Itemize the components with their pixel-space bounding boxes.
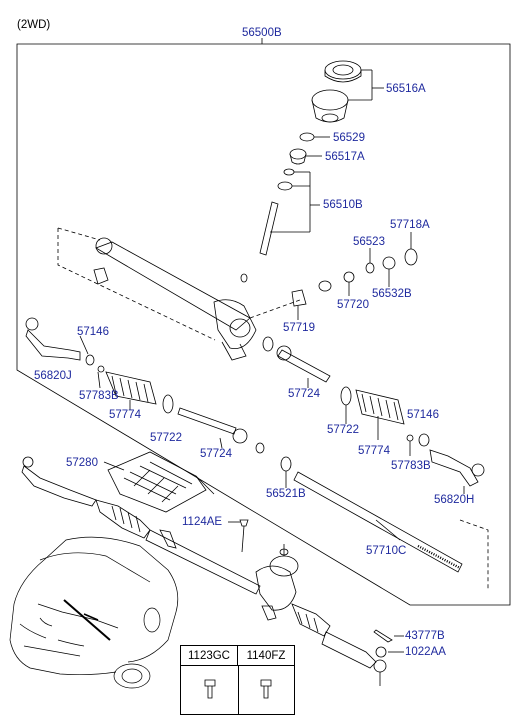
heat-shield [107, 451, 207, 513]
bolt-icons [204, 679, 272, 699]
boot-left [105, 371, 157, 405]
tie-rod-end-left [25, 317, 81, 361]
part-label-56820J[interactable]: 56820J [34, 370, 72, 382]
inner-tie-rod-right [277, 349, 331, 383]
bolt-table-col1[interactable]: 1123GC [181, 646, 238, 666]
part-label-57722-right[interactable]: 57722 [327, 424, 359, 436]
part-label-57774-left[interactable]: 57774 [109, 409, 141, 421]
part-label-56521B[interactable]: 56521B [266, 488, 306, 500]
part-label-57146-left[interactable]: 57146 [77, 326, 109, 338]
part-label-56532B[interactable]: 56532B [372, 288, 412, 300]
part-label-56517A[interactable]: 56517A [325, 151, 365, 163]
part-label-57783B-right[interactable]: 57783B [391, 460, 431, 472]
assembly-part-number[interactable]: 56500B [242, 27, 282, 39]
part-label-57718A[interactable]: 57718A [390, 219, 430, 231]
rack-bar [293, 471, 463, 573]
part-label-57719[interactable]: 57719 [283, 322, 315, 334]
part-label-57724-left[interactable]: 57724 [200, 448, 232, 460]
inner-tie-rod-left [177, 407, 237, 435]
part-label-57146-right[interactable]: 57146 [407, 409, 439, 421]
part-label-56529[interactable]: 56529 [333, 132, 365, 144]
boot-right [355, 389, 405, 425]
part-label-57280[interactable]: 57280 [66, 457, 98, 469]
part-label-57724-right[interactable]: 57724 [288, 388, 320, 400]
part-label-57774-right[interactable]: 57774 [358, 445, 390, 457]
part-label-1022AA[interactable]: 1022AA [405, 646, 446, 658]
steering-gear-assembly [21, 456, 387, 686]
part-label-57722-left[interactable]: 57722 [150, 432, 182, 444]
rack-housing [93, 237, 257, 361]
drive-variant-label: (2WD) [17, 19, 51, 31]
part-label-57720[interactable]: 57720 [337, 299, 369, 311]
part-label-57783B-left[interactable]: 57783B [79, 390, 119, 402]
part-label-56516A[interactable]: 56516A [386, 83, 426, 95]
bolt-table-divider [238, 666, 239, 714]
tie-rod-end-right [429, 449, 485, 487]
part-label-56510B[interactable]: 56510B [323, 199, 363, 211]
part-label-57710C[interactable]: 57710C [366, 545, 407, 557]
ring-part [299, 132, 315, 142]
bolt-1140FZ-icon [260, 679, 272, 699]
pinion-shaft [259, 201, 279, 256]
part-label-56523[interactable]: 56523 [353, 236, 385, 248]
assembly-frame [16, 43, 511, 606]
boot-cap-part [311, 60, 362, 123]
vehicle-illustration [9, 536, 179, 689]
part-label-43777B[interactable]: 43777B [405, 630, 445, 642]
bolt-table: 1123GC 1140FZ [180, 645, 295, 715]
part-label-1124AE[interactable]: 1124AE [182, 516, 223, 528]
bolt-table-col2[interactable]: 1140FZ [238, 646, 294, 666]
part-label-56820H[interactable]: 56820H [434, 494, 475, 506]
bolt-1123GC-icon [204, 679, 216, 699]
seal-part [289, 148, 307, 160]
